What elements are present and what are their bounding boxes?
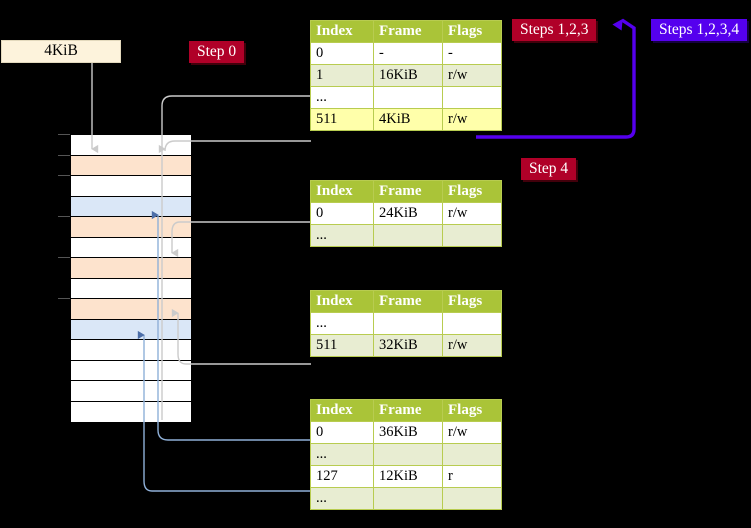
cell-index: 1	[310, 64, 374, 87]
cell-frame: 24KiB	[373, 202, 443, 225]
column-header-flags: Flags	[442, 180, 502, 203]
table-row: ...	[310, 86, 502, 109]
memory-tick-mark	[58, 154, 70, 156]
memory-tick-mark	[58, 134, 70, 135]
column-header-flags: Flags	[442, 399, 502, 422]
memory-frame-row	[71, 319, 191, 340]
column-header-index: Index	[310, 399, 374, 422]
cell-index: ...	[310, 312, 374, 335]
connector-t3-to-memory	[171, 308, 311, 365]
column-header-frame: Frame	[373, 180, 443, 203]
memory-frame-row	[71, 237, 191, 258]
cell-flags: r/w	[442, 421, 502, 444]
memory-frame-row	[71, 176, 191, 197]
cell-index: ...	[310, 224, 374, 247]
cell-flags: r/w	[442, 108, 502, 131]
cell-flags	[442, 487, 502, 510]
cell-frame	[373, 312, 443, 335]
cell-frame	[373, 443, 443, 466]
column-header-index: Index	[310, 180, 374, 203]
cell-frame: -	[373, 42, 443, 65]
memory-tick-mark	[58, 257, 70, 258]
cell-index: 511	[310, 108, 374, 131]
badge-step-4: Step 4	[521, 158, 577, 180]
memory-frame-row	[71, 360, 191, 381]
table-row: ...	[310, 224, 502, 247]
cell-index: ...	[310, 443, 374, 466]
cell-flags	[442, 224, 502, 247]
memory-frame-row	[71, 196, 191, 217]
memory-tick-mark	[58, 216, 70, 217]
cell-frame: 16KiB	[373, 64, 443, 87]
cell-flags	[442, 312, 502, 335]
memory-frame-row	[71, 135, 191, 156]
cell-frame	[373, 224, 443, 247]
memory-frame-row	[71, 258, 191, 279]
column-header-flags: Flags	[442, 20, 502, 43]
cell-index: 0	[310, 421, 374, 444]
column-header-frame: Frame	[373, 290, 443, 313]
cell-frame: 12KiB	[373, 465, 443, 488]
size-box: 4KiB	[1, 40, 121, 63]
table-row: 0--	[310, 42, 502, 65]
table-row: ...	[310, 487, 502, 510]
memory-tick-mark	[58, 175, 70, 176]
column-header-flags: Flags	[442, 290, 502, 313]
cell-frame: 32KiB	[373, 334, 443, 357]
cell-frame: 4KiB	[373, 108, 443, 131]
memory-frame-row	[71, 381, 191, 402]
cell-frame	[373, 86, 443, 109]
cell-index: ...	[310, 86, 374, 109]
memory-frame-row	[71, 217, 191, 238]
cell-flags: r/w	[442, 202, 502, 225]
connector-t2-to-memory	[171, 221, 311, 258]
cell-flags: r	[442, 465, 502, 488]
badge-steps-123: Steps 1,2,3	[512, 19, 597, 41]
column-header-frame: Frame	[373, 20, 443, 43]
cell-flags: r/w	[442, 64, 502, 87]
column-header-index: Index	[310, 20, 374, 43]
cell-index: 0	[310, 202, 374, 225]
cell-index: 0	[310, 42, 374, 65]
cell-flags: r/w	[442, 334, 502, 357]
table-row: ...	[310, 443, 502, 466]
memory-frame-row	[71, 299, 191, 320]
column-header-index: Index	[310, 290, 374, 313]
cell-index: 511	[310, 334, 374, 357]
cell-flags: -	[442, 42, 502, 65]
memory-frame-row	[71, 401, 191, 422]
cell-frame	[373, 487, 443, 510]
memory-frame-row	[71, 155, 191, 176]
cell-index: ...	[310, 487, 374, 510]
table-row: ...	[310, 312, 502, 335]
cell-flags	[442, 86, 502, 109]
column-header-frame: Frame	[373, 399, 443, 422]
badge-steps-1234: Steps 1,2,3,4	[651, 19, 748, 41]
cell-index: 127	[310, 465, 374, 488]
cell-flags	[442, 443, 502, 466]
badge-step-0: Step 0	[189, 41, 245, 63]
memory-frame-row	[71, 278, 191, 299]
memory-tick-mark	[58, 298, 70, 299]
physical-memory-column	[70, 134, 191, 422]
cell-frame: 36KiB	[373, 421, 443, 444]
memory-frame-row	[71, 340, 191, 361]
